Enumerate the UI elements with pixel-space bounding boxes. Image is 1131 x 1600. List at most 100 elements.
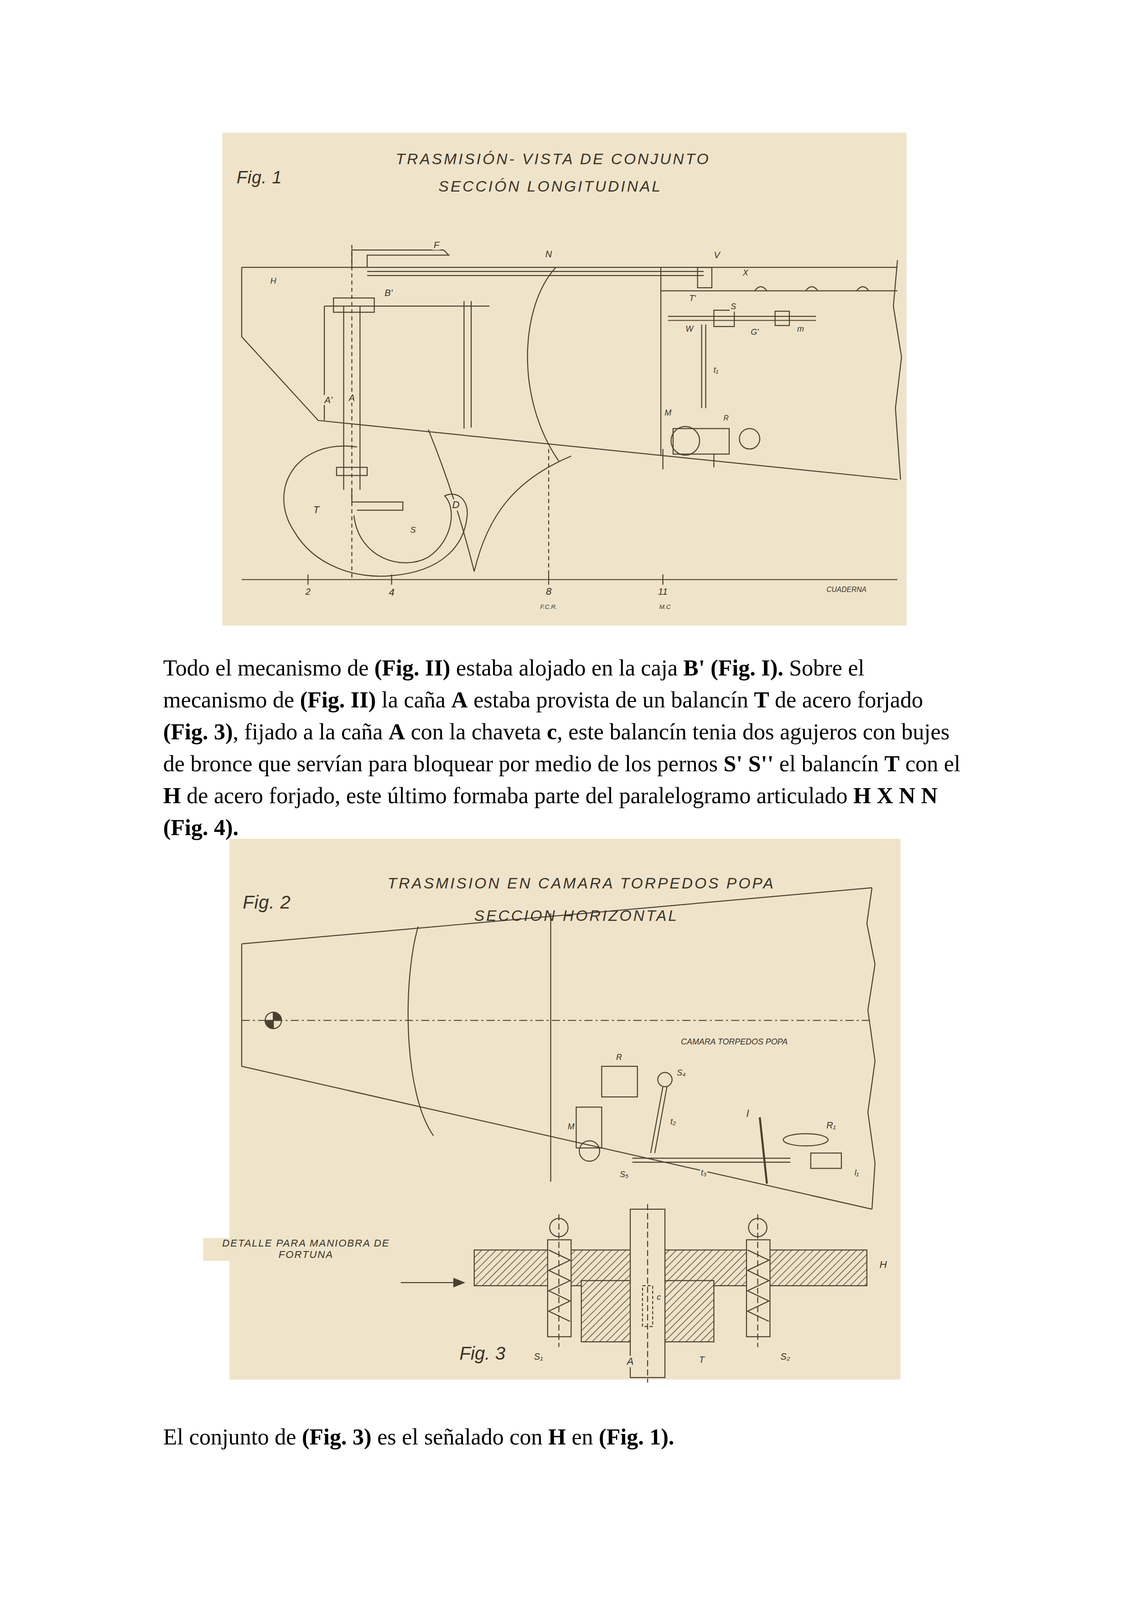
part-letter: H [269, 276, 278, 286]
part-letter: V [712, 249, 721, 260]
part-letter: S₅ [618, 1170, 630, 1180]
paragraph-text: de acero forjado, este último formaba pa… [181, 782, 854, 809]
arrow-head [453, 1278, 464, 1287]
figure-number: Fig. 1 [236, 168, 283, 188]
paragraph-text: con la chaveta [404, 718, 547, 745]
part-letter: D [451, 499, 461, 511]
shoe [352, 489, 404, 511]
paragraph-text: de acero forjado [769, 686, 924, 713]
part-letter: A [347, 392, 356, 403]
paragraph-text: estaba alojado en la caja [450, 654, 684, 681]
rod [367, 271, 704, 276]
handwheel [783, 1133, 828, 1147]
paragraph-text: con el [899, 750, 961, 777]
part-letter: G' [749, 327, 760, 338]
bold-reference: A [388, 718, 405, 745]
chain [701, 324, 706, 408]
rod [668, 316, 816, 321]
detail-note: DETALLE PARA MANIOBRA DE FORTUNA [202, 1238, 409, 1261]
motor [579, 1140, 600, 1162]
rudder-stock-symbol [264, 1011, 282, 1029]
bulkhead [463, 300, 472, 429]
part-letter: CUADERNA [825, 585, 868, 594]
figure-subtitle: SECCION HORIZONTAL [474, 907, 679, 925]
center-line [558, 1203, 758, 1383]
figure-panel: Fig. 1TRASMISIÓN- VISTA DE CONJUNTOSECCI… [222, 132, 908, 626]
figure-number: Fig. 3 [458, 1343, 507, 1364]
hull-outline [241, 887, 872, 1209]
part-letter: 8 [544, 586, 553, 598]
frame-curve [527, 267, 560, 462]
figure-title: TRASMISION EN CAMARA TORPEDOS POPA [387, 875, 776, 893]
arrow-line [400, 1281, 457, 1283]
bearing [810, 1152, 842, 1169]
part-letter: F.C.R. [539, 603, 559, 611]
figure-1 [222, 132, 908, 626]
bold-reference: c [546, 718, 557, 745]
part-letter: l [745, 1108, 750, 1120]
bracket [754, 286, 869, 291]
part-letter: T [697, 1354, 706, 1365]
clevis [697, 267, 712, 288]
part-letter: S₂ [779, 1351, 791, 1362]
bold-reference: H [548, 1423, 566, 1450]
rudder-stock-symbol [264, 1011, 282, 1029]
lever [759, 1117, 768, 1184]
paragraph-text: , fijado a la caña [233, 718, 389, 745]
part-letter: A' [323, 394, 333, 405]
break-line [893, 259, 902, 480]
deck-line [324, 290, 898, 421]
figure-2 [229, 838, 901, 1383]
part-letter: t₃ [700, 1168, 708, 1178]
part-letter: S₁ [533, 1351, 545, 1362]
paragraph: El conjunto de (Fig. 3) es el señalado c… [163, 1420, 970, 1453]
skeg [428, 429, 571, 572]
figure-ground [229, 838, 901, 1380]
chain [650, 1086, 668, 1153]
part-letter: l₁ [853, 1168, 861, 1178]
stand [663, 448, 715, 470]
part-letter: W [684, 324, 695, 334]
part-letter: F [432, 239, 441, 250]
handwheel [739, 428, 760, 450]
bold-reference: S' S'' [723, 750, 774, 777]
paragraph-text: la caña [375, 686, 452, 713]
coupling [775, 311, 790, 326]
bulkhead [549, 913, 551, 1182]
part-letter: M [663, 408, 673, 418]
part-letter: T [311, 504, 321, 516]
part-letter: CAMARA TORPEDOS POPA [679, 1037, 789, 1048]
part-letter: T' [688, 294, 697, 304]
paragraph-text: Todo el mecanismo de [163, 654, 375, 681]
part-letter: N [544, 249, 554, 260]
motor [575, 1106, 602, 1148]
part-letter: A [626, 1355, 635, 1368]
center-line [241, 1019, 872, 1021]
bold-reference: B' (Fig. I). [683, 654, 784, 681]
rod [632, 1157, 791, 1163]
center-line [352, 244, 550, 580]
bold-reference: H [163, 782, 182, 809]
paragraph-text: El conjunto de [163, 1423, 302, 1450]
part-letter: X [741, 268, 750, 278]
bold-reference: T [884, 750, 900, 777]
part-letter: H [878, 1259, 888, 1271]
handle [352, 249, 449, 268]
motor [670, 426, 700, 456]
part-letter: S₄ [675, 1068, 687, 1078]
part-letter: S [409, 525, 417, 535]
part-letter: c [655, 1292, 662, 1303]
bold-reference: (Fig. 3) [163, 718, 234, 745]
pulley [657, 1072, 672, 1087]
figure-subtitle: SECCIÓN LONGITUDINAL [438, 178, 663, 196]
bold-reference: (Fig. 1). [598, 1423, 675, 1450]
paragraph-text: el balancín [773, 750, 885, 777]
part-letter: t₁ [712, 365, 720, 375]
rudder-blade [283, 446, 467, 576]
part-letter: B' [383, 287, 394, 298]
motor-body [673, 428, 730, 455]
break-line [866, 887, 876, 1209]
paragraph-text: en [565, 1423, 599, 1450]
part-letter: m [796, 324, 805, 334]
